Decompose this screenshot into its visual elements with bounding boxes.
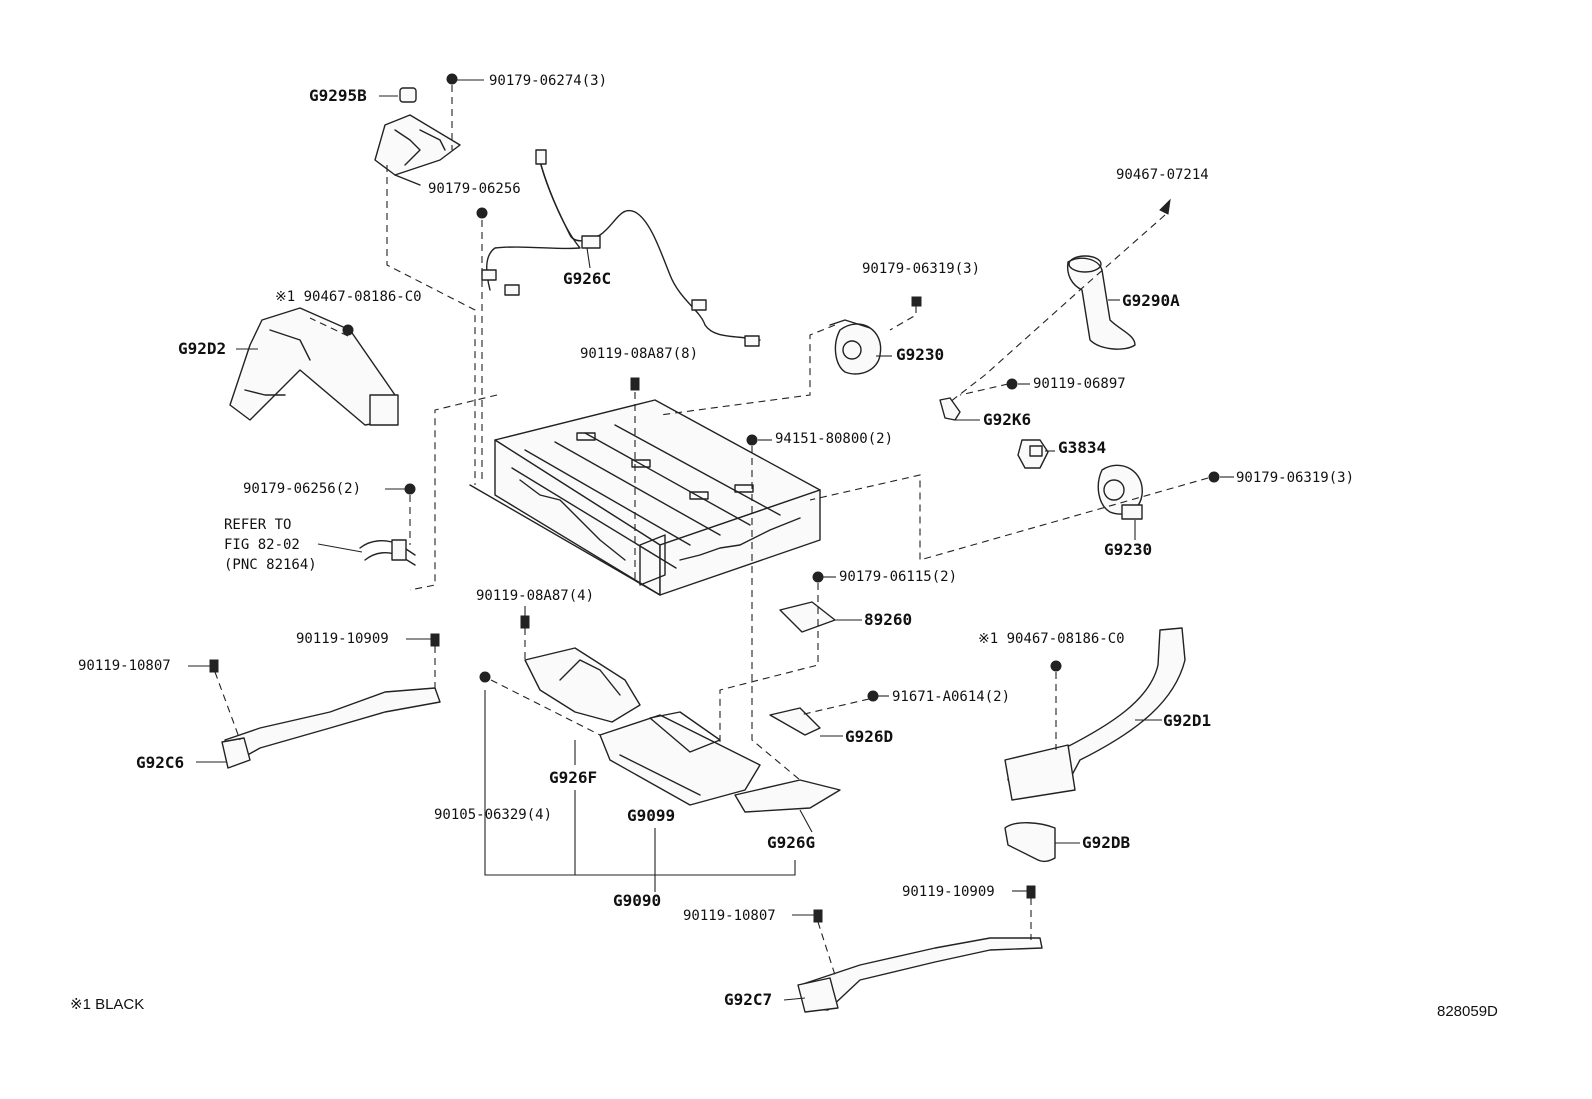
bracket-g92k6-drawing <box>939 397 961 421</box>
cover-g92c7-drawing <box>797 937 1043 1013</box>
callout-g9090: G9090 <box>613 891 662 910</box>
part-number-90119-10807-right: 90119-10807 <box>683 908 776 924</box>
bracket-g9295b-drawing <box>374 87 461 186</box>
callout-g926f: G926F <box>549 768 598 787</box>
figure-id: 828059D <box>1437 1003 1498 1020</box>
part-number-90119-08a87-8: 90119-08A87(8) <box>580 346 699 362</box>
callout-g92c7: G92C7 <box>724 990 773 1009</box>
callout-g92c6: G92C6 <box>136 753 185 772</box>
cover-g92c6-drawing <box>221 687 441 769</box>
blower-g9230-lower-drawing <box>1097 464 1143 520</box>
callout-g3834: G3834 <box>1058 438 1107 457</box>
part-number-90179-06256: 90179-06256 <box>428 181 521 197</box>
part-number-90467-08186-c0-right: ※1 90467-08186-C0 <box>978 631 1125 647</box>
callout-g92db: G92DB <box>1082 833 1131 852</box>
part-number-90119-10807-left: 90119-10807 <box>78 658 171 674</box>
part-number-94151-80800: 94151-80800(2) <box>775 431 894 447</box>
callout-g9290a: G9290A <box>1122 291 1180 310</box>
callout-g9230-upper: G9230 <box>896 345 945 364</box>
callout-g926c: G926C <box>563 269 612 288</box>
bracket-g926g-drawing <box>734 779 841 813</box>
bracket-g926d-drawing <box>769 707 821 736</box>
part-number-90179-06319-lower: 90179-06319(3) <box>1236 470 1355 486</box>
cap-g92db-drawing <box>1004 822 1056 863</box>
part-number-90467-08186-c0-left: ※1 90467-08186-C0 <box>275 289 422 305</box>
part-number-90467-07214: 90467-07214 <box>1116 167 1209 183</box>
part-number-90179-06274: 90179-06274(3) <box>489 73 608 89</box>
refer-note-line1: REFER TO <box>224 517 292 533</box>
duct-g9099-drawing <box>599 711 761 806</box>
footnote: ※1 BLACK <box>70 996 145 1013</box>
part-number-90105-06329: 90105-06329(4) <box>434 807 553 823</box>
harness-g926c-drawing <box>481 149 761 347</box>
blower-g9230-upper-drawing <box>829 319 882 375</box>
part-number-90179-06115: 90179-06115(2) <box>839 569 958 585</box>
part-number-90119-06897: 90119-06897 <box>1033 376 1126 392</box>
callout-g92d1: G92D1 <box>1163 711 1212 730</box>
callout-g9099: G9099 <box>627 806 676 825</box>
part-number-90119-10909-right: 90119-10909 <box>902 884 995 900</box>
leader-lines <box>188 79 1234 1001</box>
part-number-90179-06319-upper: 90179-06319(3) <box>862 261 981 277</box>
callout-g9230-lower: G9230 <box>1104 540 1153 559</box>
callout-89260: 89260 <box>864 610 913 629</box>
duct-g926f-drawing <box>524 647 641 723</box>
refer-note-line3: (PNC 82164) <box>224 557 317 573</box>
part-number-90119-10909-left: 90119-10909 <box>296 631 389 647</box>
callout-g92k6: G92K6 <box>983 410 1032 429</box>
callout-g92d2: G92D2 <box>178 339 227 358</box>
callout-g926d: G926D <box>845 727 894 746</box>
duct-g92d1-drawing <box>1004 627 1186 801</box>
fasteners <box>209 73 1220 923</box>
part-number-90119-08a87-4: 90119-08A87(4) <box>476 588 595 604</box>
battery-pack-drawing <box>469 399 821 596</box>
callout-g9295b: G9295B <box>309 86 367 105</box>
part-number-90179-06256-2: 90179-06256(2) <box>243 481 362 497</box>
callout-g926g: G926G <box>767 833 816 852</box>
hose-ref-drawing <box>359 539 416 566</box>
refer-note-line2: FIG 82-02 <box>224 537 300 553</box>
dashed-relation-lines <box>214 85 1209 976</box>
ecu-89260-drawing <box>779 601 836 633</box>
duct-g92d2-drawing <box>229 307 399 426</box>
duct-g9290a-drawing <box>1066 255 1136 350</box>
sensor-g3834-drawing <box>1017 439 1049 469</box>
part-number-91671-a0614: 91671-A0614(2) <box>892 689 1011 705</box>
